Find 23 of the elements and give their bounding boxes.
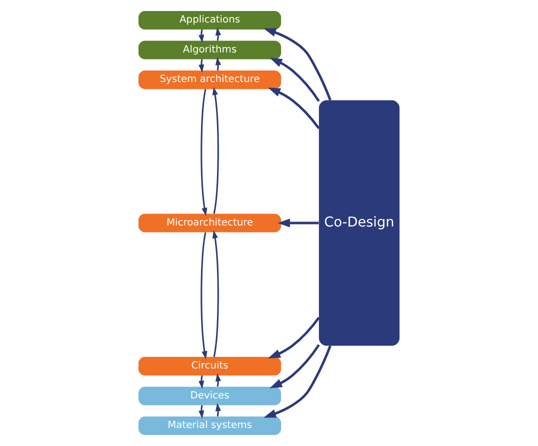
arrow	[212, 86, 219, 214]
node-box: Material systems	[138, 416, 282, 436]
arrow	[198, 59, 204, 73]
arrow	[270, 58, 320, 102]
arrow	[278, 218, 319, 228]
node-box: Applications	[138, 10, 282, 30]
arrow	[268, 316, 320, 358]
arrow	[200, 89, 208, 216]
node-box: Microarchitecture	[138, 214, 282, 232]
node-box: System architecture	[138, 70, 282, 90]
arrow	[264, 28, 332, 101]
node-box: Algorithms	[138, 40, 282, 60]
node-box: Co-Design	[318, 100, 400, 346]
arrow	[198, 405, 204, 419]
arrow	[198, 29, 204, 43]
arrow	[264, 345, 332, 418]
node-box: Devices	[138, 386, 282, 406]
arrow	[270, 344, 320, 388]
arrow	[198, 375, 204, 389]
arrow	[268, 88, 320, 130]
arrow	[200, 232, 208, 360]
arrow	[212, 230, 219, 358]
node-box: Circuits	[138, 356, 282, 376]
